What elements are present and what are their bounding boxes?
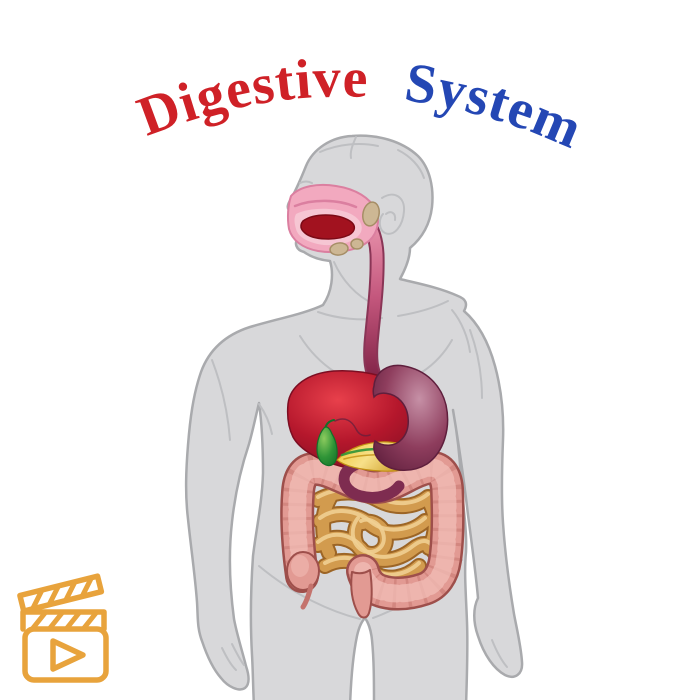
- submandibular-gland: [329, 242, 349, 256]
- gallbladder: [316, 418, 371, 467]
- rectum: [350, 569, 373, 619]
- sublingual-gland: [350, 238, 364, 250]
- appendix: [300, 583, 314, 610]
- parotid-gland: [362, 201, 380, 227]
- clapperboard-lower-bar: [20, 609, 107, 632]
- clapperboard-top-bar: [17, 573, 105, 614]
- large-intestine: [287, 468, 448, 619]
- salivary-glands: [329, 201, 380, 256]
- play-icon: [50, 638, 86, 672]
- tongue: [300, 214, 356, 240]
- bile-duct: [334, 418, 371, 437]
- title-word-digestive: Digestive: [130, 47, 370, 148]
- oral-cavity: [286, 183, 379, 254]
- palate-line: [293, 199, 358, 209]
- groin-sketch: [258, 565, 361, 620]
- title-word-system: System: [401, 51, 591, 161]
- video-clapperboard-icon[interactable]: [17, 573, 109, 683]
- stomach: [372, 364, 449, 471]
- digestive-organs: [286, 183, 449, 619]
- ear-sketch: [378, 193, 406, 235]
- clapperboard-body: [22, 626, 109, 683]
